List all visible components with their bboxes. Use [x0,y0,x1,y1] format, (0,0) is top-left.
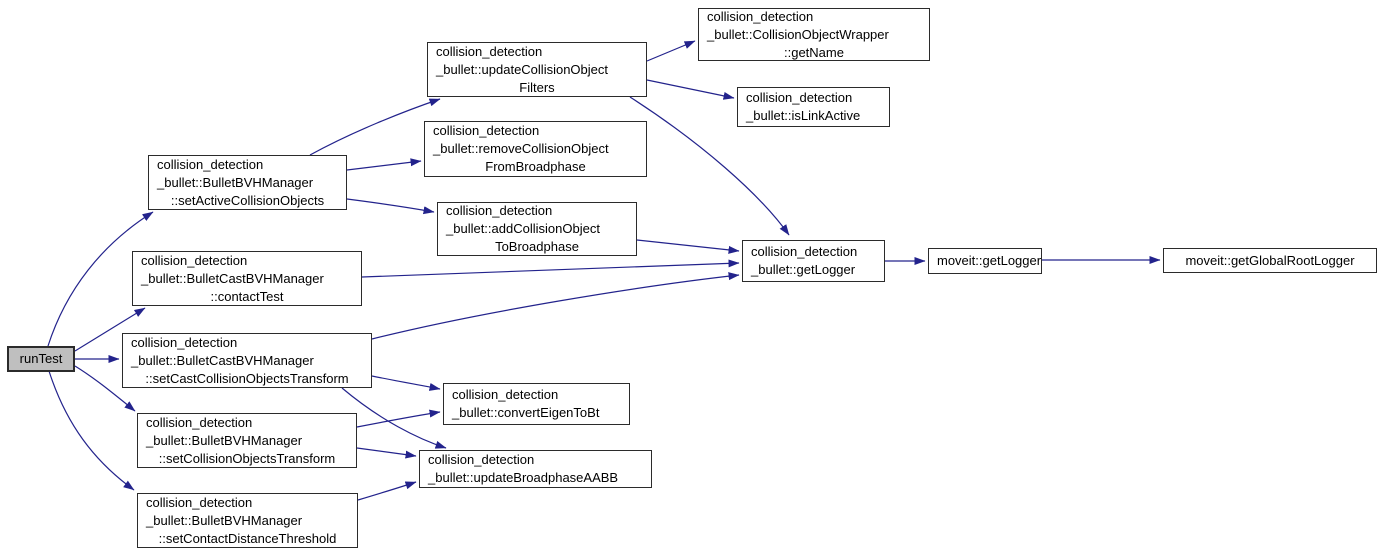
node-label: _bullet::BulletCastBVHManager [131,352,314,368]
node-getName[interactable]: collision_detection _bullet::CollisionOb… [698,8,930,61]
node-label: collision_detection [141,252,248,268]
node-label: ::setCastCollisionObjectsTransform [145,370,349,386]
node-label: moveit::getGlobalRootLogger [1185,252,1355,268]
edge-setCastCollisionObjectsTransform-getLogger [371,272,740,340]
node-label: collision_detection [428,452,535,467]
node-label: _bullet::convertEigenToBt [452,405,600,420]
node-addCollisionObjectToBroadphase[interactable]: collision_detection _bullet::addCollisio… [437,202,637,256]
node-label: collision_detection [436,43,543,59]
edge-runTest-setContactDistanceThreshold [48,370,135,491]
edge-contactTest-getLogger [361,259,740,278]
node-label: collision_detection [452,387,559,402]
node-updateBroadphaseAABB[interactable]: collision_detection _bullet::updateBroad… [419,450,652,488]
node-label: collision_detection [146,494,253,510]
node-removeCollisionObjectFromBroadphase[interactable]: collision_detection _bullet::removeColli… [424,121,647,177]
edge-setCastCollisionObjectsTransform-updateBroadphaseAABB [341,387,447,449]
node-contactTest[interactable]: collision_detection _bullet::BulletCastB… [132,251,362,306]
node-label: collision_detection [751,244,858,259]
edge-runTest-setActiveCollisionObjects [47,211,154,347]
node-label: collision_detection [433,123,540,138]
node-label: _bullet::removeCollisionObject [433,141,609,156]
node-label: ::getName [784,44,844,60]
node-label: _bullet::updateBroadphaseAABB [428,470,619,485]
edge-setCastCollisionObjectsTransform-convertEigenToBt [371,375,441,391]
node-moveit-getLogger[interactable]: moveit::getLogger [928,248,1042,274]
node-label: runTest [19,351,63,366]
node-isLinkActive[interactable]: collision_detection _bullet::isLinkActiv… [737,87,890,127]
edge-setActiveCollisionObjects-addCollisionObjectToBroadphase [346,198,435,215]
node-label: moveit::getLogger [937,253,1042,268]
edge-updateCollisionObjectFilters-isLinkActive [646,79,735,100]
node-label: collision_detection [446,203,553,218]
node-label: collision_detection [707,8,814,24]
node-label: _bullet::BulletCastBVHManager [141,270,324,286]
node-label: Filters [519,79,555,95]
node-label: _bullet::BulletBVHManager [157,174,314,190]
node-label: _bullet::BulletBVHManager [146,512,303,528]
node-label: _bullet::BulletBVHManager [146,432,303,448]
edge-setCollisionObjectsTransform-updateBroadphaseAABB [356,447,417,459]
node-setActiveCollisionObjects[interactable]: collision_detection _bullet::BulletBVHMa… [148,155,347,210]
node-label: _bullet::getLogger [751,262,856,277]
node-label: _bullet::CollisionObjectWrapper [707,26,889,42]
node-label: collision_detection [746,90,853,105]
edge-setActiveCollisionObjects-removeCollisionObjectFromBroadphase [346,158,422,171]
edge-runTest-setCollisionObjectsTransform [74,365,136,412]
node-label: ::setCollisionObjectsTransform [158,450,336,466]
node-label: ::setActiveCollisionObjects [170,192,325,208]
node-convertEigenToBt[interactable]: collision_detection _bullet::convertEige… [443,383,630,425]
node-updateCollisionObjectFilters[interactable]: collision_detection _bullet::updateColli… [427,42,647,97]
edge-runTest-contactTest [74,307,146,352]
edge-updateCollisionObjectFilters-getName [646,40,696,62]
node-label: ::setContactDistanceThreshold [158,530,337,546]
node-getLogger[interactable]: collision_detection _bullet::getLogger [742,240,885,282]
edge-setCollisionObjectsTransform-convertEigenToBt [356,409,441,428]
node-setContactDistanceThreshold[interactable]: collision_detection _bullet::BulletBVHMa… [137,493,358,548]
edge-setActiveCollisionObjects-updateCollisionObjectFilters [309,98,441,156]
node-label: collision_detection [131,334,238,350]
node-label: _bullet::updateCollisionObject [436,61,608,77]
node-label: collision_detection [146,414,253,430]
edge-updateCollisionObjectFilters-getLogger [629,96,790,236]
node-label: ::contactTest [210,288,284,304]
node-runTest[interactable]: runTest [7,346,75,372]
edge-addCollisionObjectToBroadphase-getLogger [636,239,740,254]
node-moveit-getGlobalRootLogger[interactable]: moveit::getGlobalRootLogger [1163,248,1377,273]
node-setCastCollisionObjectsTransform[interactable]: collision_detection _bullet::BulletCastB… [122,333,372,388]
node-label: collision_detection [157,156,264,172]
node-label: _bullet::addCollisionObject [446,221,600,236]
node-label: FromBroadphase [485,159,586,174]
node-setCollisionObjectsTransform[interactable]: collision_detection _bullet::BulletBVHMa… [137,413,357,468]
node-label: _bullet::isLinkActive [746,108,861,123]
node-label: ToBroadphase [495,239,579,254]
edge-setContactDistanceThreshold-updateBroadphaseAABB [357,481,417,501]
